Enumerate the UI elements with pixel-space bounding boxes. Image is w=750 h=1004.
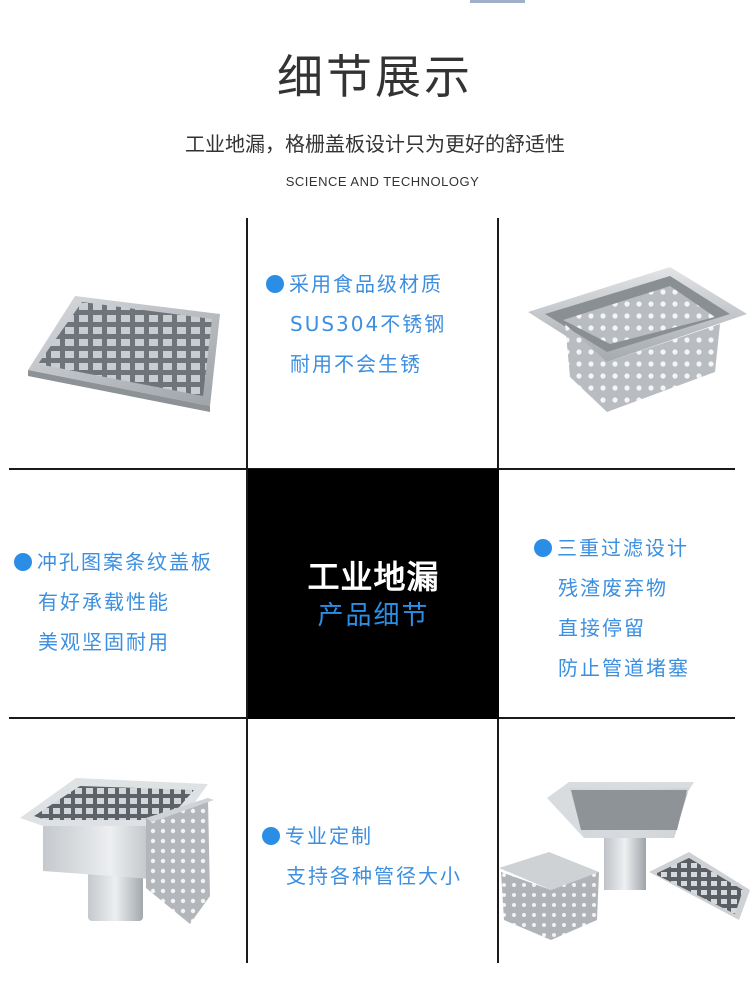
drain-assembly-image xyxy=(20,778,214,924)
filter-basket-image xyxy=(528,267,747,412)
center-title: 工业地漏 xyxy=(307,558,440,596)
bullet-dot-icon xyxy=(266,275,284,293)
bullet-dot-icon xyxy=(14,553,32,571)
grate-cover-image xyxy=(28,296,220,412)
center-panel: 工业地漏 产品细节 xyxy=(248,469,499,719)
feature-line: 残渣废弃物 xyxy=(558,576,668,600)
feature-line: 耐用不会生锈 xyxy=(290,352,422,376)
feature-cover: 冲孔图案条纹盖板 有好承载性能 美观坚固耐用 xyxy=(14,542,213,662)
feature-line: 采用食品级材质 xyxy=(266,264,446,304)
feature-line: 支持各种管径大小 xyxy=(286,864,462,888)
center-subtitle: 产品细节 xyxy=(317,601,430,631)
drain-kit-image xyxy=(499,782,750,940)
english-tagline: SCIENCE AND TECHNOLOGY xyxy=(285,174,480,189)
feature-line: 美观坚固耐用 xyxy=(38,630,170,654)
page-title: 细节展示 xyxy=(277,50,473,104)
bullet-dot-icon xyxy=(262,827,280,845)
feature-line: 三重过滤设计 xyxy=(534,528,690,568)
feature-line: 防止管道堵塞 xyxy=(558,656,690,680)
top-accent-bar xyxy=(470,0,525,3)
feature-line: 冲孔图案条纹盖板 xyxy=(14,542,213,582)
feature-custom: 专业定制 支持各种管径大小 xyxy=(262,816,462,896)
page-subtitle: 工业地漏，格栅盖板设计只为更好的舒适性 xyxy=(185,132,565,156)
feature-line: 有好承载性能 xyxy=(38,590,170,614)
grid-line-vertical-left xyxy=(246,218,248,963)
bullet-dot-icon xyxy=(534,539,552,557)
feature-line: 直接停留 xyxy=(558,616,646,640)
feature-material: 采用食品级材质 SUS304不锈钢 耐用不会生锈 xyxy=(266,264,446,384)
feature-filter: 三重过滤设计 残渣废弃物 直接停留 防止管道堵塞 xyxy=(534,528,690,688)
feature-line: 专业定制 xyxy=(262,816,462,856)
feature-line: SUS304不锈钢 xyxy=(290,312,447,336)
